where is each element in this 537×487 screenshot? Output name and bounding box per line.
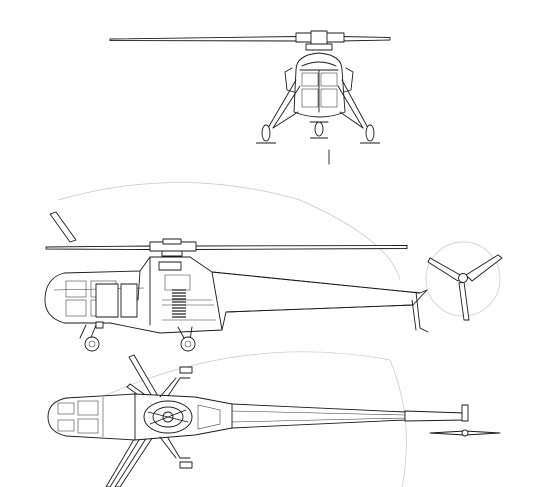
top-tail-rotor [429, 404, 501, 437]
side-main-rotor [45, 211, 408, 257]
front-landing-gear [256, 79, 380, 165]
front-fuselage [284, 52, 354, 118]
side-fuselage [44, 256, 428, 334]
top-view [47, 354, 501, 487]
top-landing-gear [159, 366, 193, 469]
engine-louvres [172, 289, 186, 318]
rotor-disc-arc [57, 182, 401, 281]
front-view [109, 30, 391, 165]
side-landing-gear [79, 321, 196, 352]
top-rotor-hub [143, 400, 193, 434]
front-main-rotor [109, 30, 391, 51]
side-tail-rotor [411, 254, 503, 333]
side-view [44, 182, 503, 487]
